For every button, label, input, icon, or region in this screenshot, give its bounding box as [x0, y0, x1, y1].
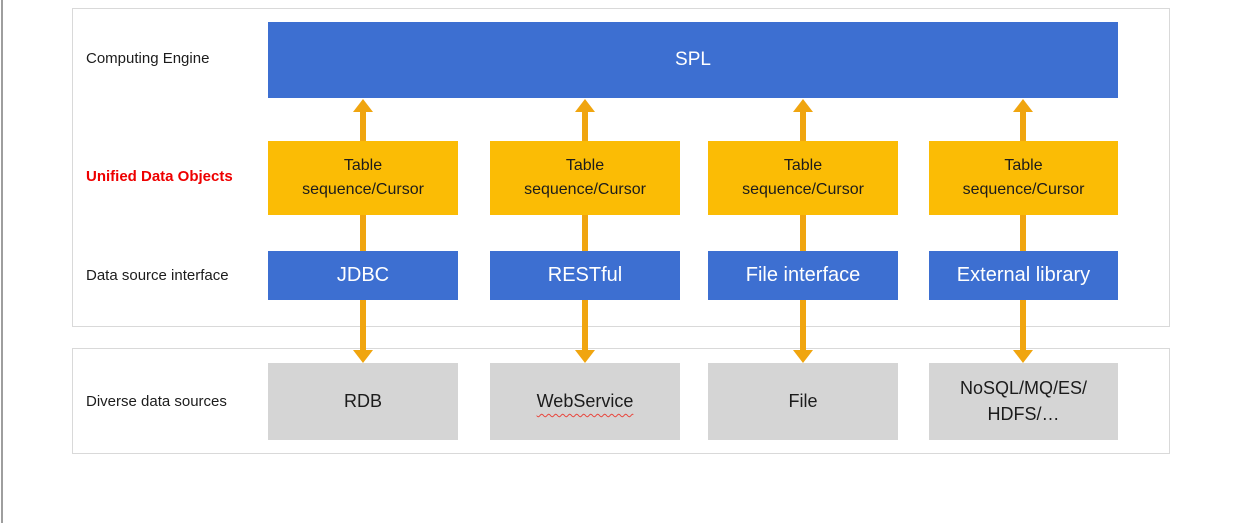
source-label: NoSQL/MQ/ES/: [959, 378, 1088, 399]
row-label-unified-data-objects: Unified Data Objects: [86, 168, 233, 185]
unified-object-box-1: Table sequence/Cursor: [268, 141, 458, 215]
interface-box-file-interface: File interface: [708, 251, 898, 300]
interface-box-restful: RESTful: [490, 251, 680, 300]
unified-object-box-3: Table sequence/Cursor: [708, 141, 898, 215]
unified-object-box-2: Table sequence/Cursor: [490, 141, 680, 215]
unified-object-label: Table sequence/Cursor: [742, 157, 864, 198]
down-arrowhead-col2: [575, 350, 595, 363]
interface-box-external-library: External library: [929, 251, 1118, 300]
engine-box-spl: SPL: [268, 22, 1118, 98]
up-arrowhead-col2: [575, 99, 595, 112]
unified-object-label: Table sequence/Cursor: [302, 157, 424, 198]
source-label: WebService: [536, 390, 634, 411]
up-arrowhead-col4: [1013, 99, 1033, 112]
up-arrowhead-col1: [353, 99, 373, 112]
source-label-line2: HDFS/…: [987, 403, 1060, 424]
up-arrowhead-col3: [793, 99, 813, 112]
down-arrow-shaft-col2: [582, 300, 588, 350]
unified-object-label: Table sequence/Cursor: [524, 157, 646, 198]
down-arrowhead-col1: [353, 350, 373, 363]
source-box-file: File: [708, 363, 898, 440]
down-arrow-shaft-col1: [360, 300, 366, 350]
source-box-nosql: NoSQL/MQ/ES/HDFS/…: [929, 363, 1118, 440]
connector-col1: [360, 215, 366, 251]
up-arrow-shaft-col1: [360, 111, 366, 141]
connector-col4: [1020, 215, 1026, 251]
row-label-diverse-data-sources: Diverse data sources: [86, 393, 227, 410]
screen-left-edge: [1, 0, 3, 523]
row-label-data-source-interface: Data source interface: [86, 267, 229, 284]
source-label: File: [788, 390, 818, 411]
down-arrow-shaft-col3: [800, 300, 806, 350]
up-arrow-shaft-col2: [582, 111, 588, 141]
interface-box-jdbc: JDBC: [268, 251, 458, 300]
connector-col2: [582, 215, 588, 251]
unified-object-label: Table sequence/Cursor: [962, 157, 1085, 198]
source-label: RDB: [343, 390, 382, 411]
up-arrow-shaft-col4: [1020, 111, 1026, 141]
up-arrow-shaft-col3: [800, 111, 806, 141]
down-arrowhead-col3: [793, 350, 813, 363]
unified-object-box-4: Table sequence/Cursor: [929, 141, 1118, 215]
source-box-rdb: RDB: [268, 363, 458, 440]
down-arrowhead-col4: [1013, 350, 1033, 363]
connector-col3: [800, 215, 806, 251]
row-label-computing-engine: Computing Engine: [86, 50, 210, 67]
down-arrow-shaft-col4: [1020, 300, 1026, 350]
source-box-webservice: WebService: [490, 363, 680, 440]
